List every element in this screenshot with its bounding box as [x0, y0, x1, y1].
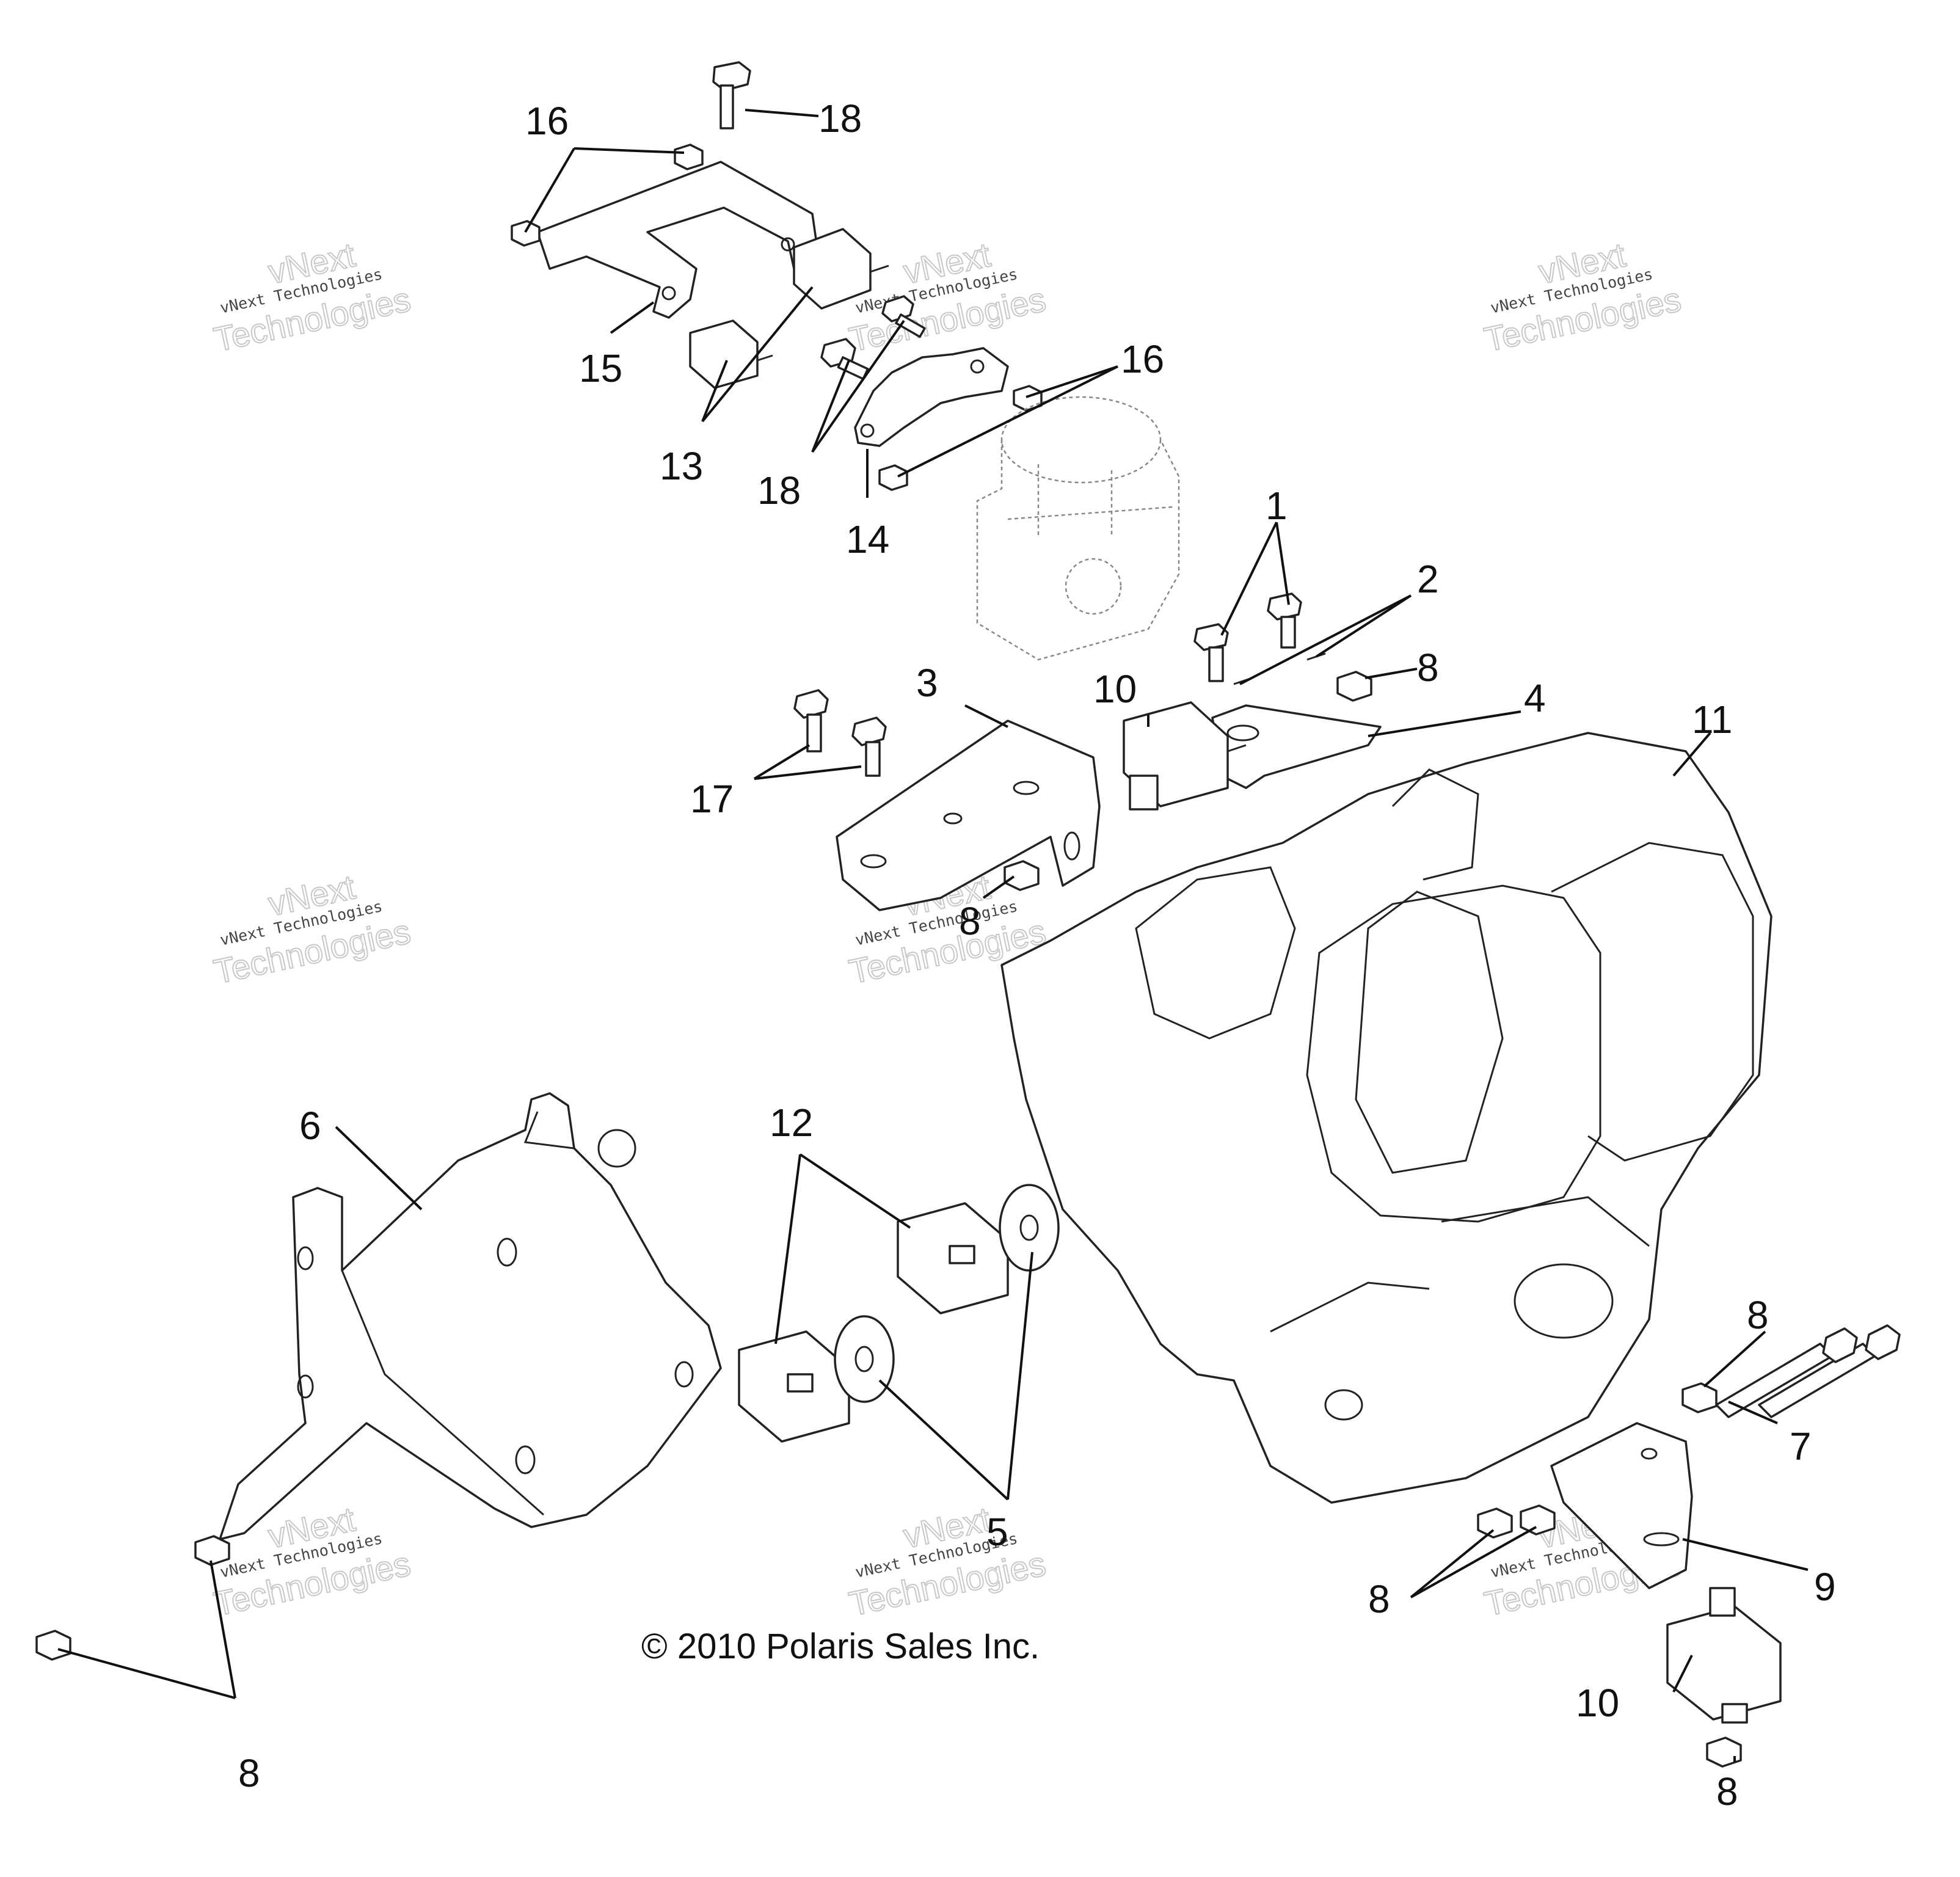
washer-5	[999, 1184, 1060, 1272]
bolt-18-top	[712, 61, 751, 129]
carburetor-phantom	[976, 396, 1180, 661]
rubber-mount-13	[689, 319, 773, 389]
bolt-1	[1193, 623, 1229, 682]
callout-16: 16	[1121, 337, 1164, 381]
rubber-mount-10	[1123, 701, 1247, 811]
bolt-17	[851, 716, 887, 777]
callout-10: 10	[1576, 1681, 1619, 1725]
callout-3: 3	[916, 661, 938, 705]
nut-8	[1681, 1382, 1718, 1413]
nut-8	[1336, 671, 1372, 702]
bracket-6	[219, 1092, 722, 1540]
watermark: vNext vNext Technologies Technologies	[1481, 235, 1685, 359]
bolt-17	[793, 689, 829, 753]
callout-17: 17	[690, 777, 734, 821]
copyright-text: © 2010 Polaris Sales Inc.	[641, 1627, 1040, 1666]
rubber-mount-13	[793, 228, 889, 310]
rubber-mount-10	[1666, 1587, 1782, 1724]
watermark: vNext vNext Technologies Technologies	[210, 867, 415, 991]
callout-9: 9	[1814, 1565, 1836, 1609]
nut-8	[35, 1630, 71, 1661]
bolt-1	[1267, 592, 1302, 649]
callout-16: 16	[525, 99, 569, 143]
nut-16	[511, 220, 541, 247]
nut-8	[1706, 1737, 1742, 1768]
callout-6: 6	[299, 1104, 321, 1148]
bracket-3	[836, 720, 1101, 911]
nut-8	[194, 1535, 230, 1566]
washer-5	[834, 1315, 895, 1403]
parts-artwork	[35, 61, 1901, 1768]
callout-14: 14	[846, 517, 889, 561]
nut-8	[1004, 860, 1040, 891]
bracket-15	[536, 161, 820, 319]
rubber-mount-12	[897, 1202, 1009, 1314]
nut-16	[878, 464, 908, 491]
bracket-9	[1550, 1422, 1693, 1589]
callout-8: 8	[959, 899, 981, 943]
callout-8: 8	[1716, 1769, 1738, 1813]
callout-8: 8	[1368, 1577, 1390, 1621]
callout-labels: 18 16 15 13 18 14 16 1 2 8 4 3 10 17 8 1…	[238, 97, 1836, 1813]
callout-15: 15	[579, 346, 622, 390]
callout-8: 8	[1747, 1293, 1769, 1337]
callout-11: 11	[1692, 698, 1732, 742]
bolt-7	[1715, 1324, 1901, 1418]
leader-lines	[57, 109, 1809, 1762]
callout-8: 8	[1417, 646, 1439, 690]
bracket-14	[854, 347, 1009, 447]
watermark: vNext vNext Technologies Technologies	[845, 1499, 1050, 1624]
callout-7: 7	[1790, 1424, 1812, 1468]
callout-10: 10	[1093, 667, 1137, 711]
callout-13: 13	[660, 444, 703, 488]
nut-8	[1477, 1507, 1513, 1539]
rubber-mount-12	[738, 1330, 850, 1443]
callout-1: 1	[1266, 484, 1288, 528]
callout-4: 4	[1524, 676, 1546, 720]
bracket-4	[1211, 704, 1382, 789]
bolt-18	[820, 338, 869, 381]
callout-8: 8	[238, 1751, 260, 1795]
engine-11	[1000, 732, 1772, 1504]
callout-18: 18	[818, 97, 862, 140]
callout-5: 5	[986, 1510, 1008, 1554]
callout-18: 18	[757, 468, 801, 512]
nut-16	[674, 144, 704, 170]
callout-2: 2	[1417, 557, 1439, 601]
bolt-18	[881, 295, 926, 338]
nut-8	[1520, 1504, 1556, 1536]
callout-12: 12	[770, 1101, 813, 1145]
watermark: vNext vNext Technologies Technologies	[210, 235, 415, 359]
